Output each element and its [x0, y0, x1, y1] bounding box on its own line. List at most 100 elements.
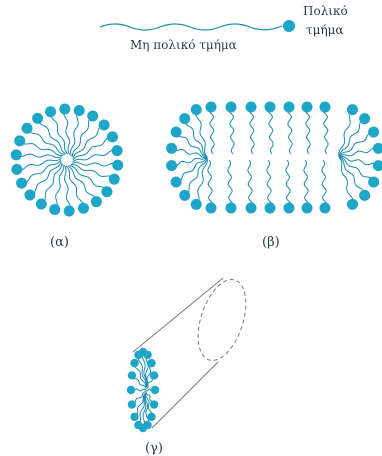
legend-nonpolar-label: Μη πολικό τμήμα	[130, 38, 237, 52]
polar-head	[112, 145, 123, 156]
hydrocarbon-tail	[73, 137, 112, 160]
polar-head	[36, 199, 47, 210]
polar-head	[11, 164, 22, 175]
hydrocarbon-tail	[69, 166, 107, 192]
hydrocarbon-tail	[72, 116, 93, 157]
polar-head	[206, 102, 217, 113]
hydrocarbon-tail	[41, 163, 62, 204]
polar-head	[74, 105, 85, 116]
polar-head	[179, 113, 190, 124]
label-a: (α)	[50, 235, 69, 250]
hydrocarbon-tail	[249, 107, 254, 154]
bilayer-molecule-bottom	[206, 160, 217, 214]
hydrocarbon-tail	[16, 154, 62, 158]
polar-head	[246, 102, 257, 113]
bilayer-molecule-bottom	[320, 160, 331, 214]
micelle-molecule	[72, 160, 123, 171]
bilayer-molecule-top	[265, 102, 276, 155]
polar-head	[191, 199, 202, 210]
micelle-molecule	[73, 145, 123, 162]
bilayer-molecule-top	[302, 102, 313, 155]
polar-head	[368, 176, 379, 187]
bilayer-micelle	[166, 102, 382, 214]
polar-head	[16, 178, 27, 189]
polar-head	[14, 135, 25, 146]
hydrocarbon-tail	[228, 160, 233, 208]
legend-polar-label-line2: τμήμα	[306, 23, 344, 37]
polar-head	[150, 371, 158, 379]
label-c: (γ)	[145, 441, 163, 456]
micelle-molecule	[72, 110, 98, 156]
polar-head	[78, 203, 89, 214]
hydrocarbon-tail	[323, 107, 328, 154]
polar-head	[150, 400, 158, 408]
hydrocarbon-tail	[305, 107, 310, 154]
polar-head	[166, 160, 177, 171]
bilayer-end-molecule-right	[339, 104, 358, 157]
polar-head	[128, 400, 136, 408]
polar-head	[147, 359, 155, 367]
polar-head	[24, 190, 35, 201]
polar-head	[246, 203, 257, 214]
hydrocarbon-tail	[22, 160, 61, 183]
polar-head	[373, 143, 382, 154]
polar-head	[302, 203, 313, 214]
hydrocarbon-tail	[196, 110, 208, 157]
bilayer-end-molecule-left	[166, 157, 207, 171]
polar-head	[284, 203, 295, 214]
hydrocarbon-tail	[176, 157, 207, 182]
legend-tail	[100, 24, 282, 30]
hydrocarbon-tail	[339, 157, 353, 204]
hydrocarbon-tail	[30, 162, 61, 196]
polar-head	[112, 160, 123, 171]
cylinder-bottom-edge	[152, 362, 218, 428]
bilayer-molecule-top	[284, 102, 295, 155]
polar-head	[143, 351, 151, 359]
bilayer-molecule-bottom	[265, 160, 276, 214]
hydrocarbon-tail	[73, 125, 104, 159]
polar-head	[191, 104, 202, 115]
bilayer-molecule-top	[246, 102, 257, 155]
polar-head	[171, 127, 182, 138]
bilayer-molecule-bottom	[284, 160, 295, 214]
cylindrical-micelle	[127, 348, 159, 432]
polar-head	[265, 203, 276, 214]
bilayer-end-molecule-right	[339, 143, 382, 157]
bilayer-molecule-top	[206, 102, 217, 155]
polar-head	[302, 102, 313, 113]
polar-head	[11, 149, 22, 160]
hydrocarbon-tail	[68, 166, 97, 202]
polar-head	[347, 104, 358, 115]
polar-head	[45, 106, 56, 117]
hydrocarbon-tail	[287, 107, 292, 154]
micelle-molecule	[11, 158, 61, 175]
polar-head	[226, 203, 237, 214]
hydrocarbon-tail	[71, 111, 80, 156]
polar-head	[130, 413, 138, 421]
bilayer-molecule-top	[320, 102, 331, 155]
hydrocarbon-tail	[72, 162, 118, 166]
legend-head	[283, 20, 295, 32]
bilayer-end-molecule-right	[339, 157, 379, 187]
polar-head	[87, 110, 98, 121]
polar-head	[99, 119, 110, 130]
hydrocarbon-tail	[185, 119, 207, 157]
hydrocarbon-tail	[267, 160, 272, 208]
micelle-molecule	[14, 135, 63, 155]
micelle-molecule	[36, 163, 62, 209]
hydrocarbon-tail	[38, 118, 67, 154]
bilayer-molecule-top	[226, 102, 237, 155]
bilayer-molecule-bottom	[246, 160, 257, 214]
polar-head	[265, 102, 276, 113]
hydrocarbon-tail	[304, 160, 309, 208]
polar-head	[226, 102, 237, 113]
hydrocarbon-tail	[286, 160, 291, 208]
polar-head	[320, 203, 331, 214]
micelle-molecule	[11, 149, 62, 160]
polar-head	[166, 143, 177, 154]
micelle-molecule	[71, 165, 120, 185]
hydrocarbon-tail	[176, 132, 207, 157]
bilayer-end-molecule-left	[179, 113, 207, 157]
hydrocarbon-tail	[229, 107, 234, 154]
polar-head	[32, 113, 43, 124]
